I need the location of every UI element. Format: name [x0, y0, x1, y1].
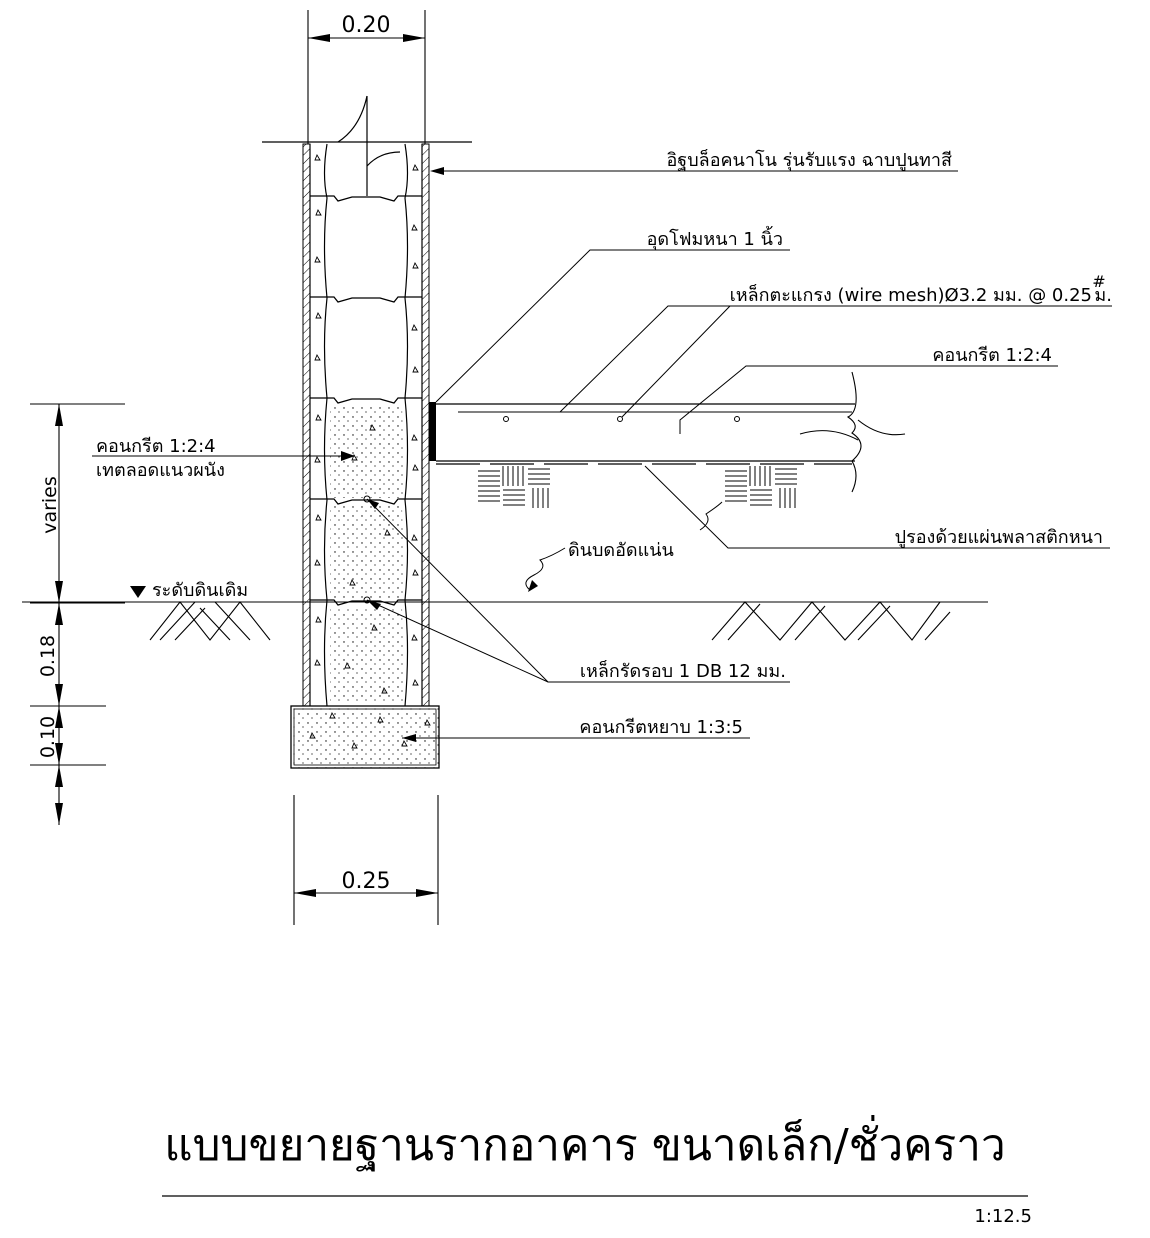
compacted-soil-hatch [478, 466, 797, 508]
label-rebar: เหล็กรัดรอบ 1 DB 12 มม. [580, 659, 786, 682]
infill-concrete-3 [330, 607, 404, 704]
dim-varies: varies [39, 476, 61, 534]
label-block: อิฐบล็อคนาโน รุ่นรับแรง ฉาบปูนทาสี [667, 148, 953, 171]
label-compacted-soil: ดินบดอัดแน่น [568, 540, 674, 561]
drawing-title: แบบขยายฐานรากอาคาร ขนาดเล็ก/ชั่วคราว [164, 1114, 1005, 1171]
label-lean-concrete: คอนกรีตหยาบ 1:3:5 [579, 717, 743, 738]
wall-top-break [262, 95, 472, 196]
aggregate-marks [314, 153, 419, 694]
label-infill-note: เทตลอดแนวผนัง [96, 460, 225, 481]
label-foam: อุดโฟมหนา 1 นิ้ว [647, 226, 783, 250]
dim-bottom-width: 0.25 [342, 869, 391, 894]
infill-concrete-1 [330, 404, 404, 498]
foam-joint [429, 402, 436, 461]
drawing-scale: 1:12.5 [974, 1206, 1032, 1227]
lean-concrete-footing [290, 705, 440, 769]
plaster-right [421, 143, 430, 707]
plaster-left [302, 143, 311, 707]
infill-concrete-2 [330, 506, 404, 598]
rebar-dot-2 [363, 596, 371, 604]
rebar-dot-1 [363, 495, 371, 503]
block-shell-right [404, 143, 423, 707]
label-wire-mesh-unit: ม. [1094, 285, 1112, 306]
dim-top-width: 0.20 [342, 13, 391, 38]
ground-level-marker-icon [130, 586, 146, 598]
block-wall [302, 143, 430, 707]
dim-018: 0.18 [37, 635, 59, 677]
leader-arrows [341, 167, 538, 742]
floor-slab [429, 371, 906, 493]
label-slab-concrete: คอนกรีต 1:2:4 [932, 345, 1052, 366]
dimension-arrows [55, 34, 438, 897]
dim-010: 0.10 [37, 716, 59, 758]
label-wire-mesh-hash: # [1092, 272, 1105, 291]
label-plastic-sheet: ปูรองด้วยแผ่นพลาสติกหนา [895, 527, 1103, 548]
label-wire-mesh: เหล็กตะแกรง (wire mesh)Ø3.2 มม. @ 0.25 [730, 283, 1092, 306]
leader-lines [92, 170, 1112, 739]
label-infill-concrete: คอนกรีต 1:2:4 [96, 436, 216, 457]
block-joints [310, 195, 422, 606]
label-ground-level: ระดับดินเดิม [152, 580, 248, 601]
ground-level [22, 601, 988, 641]
